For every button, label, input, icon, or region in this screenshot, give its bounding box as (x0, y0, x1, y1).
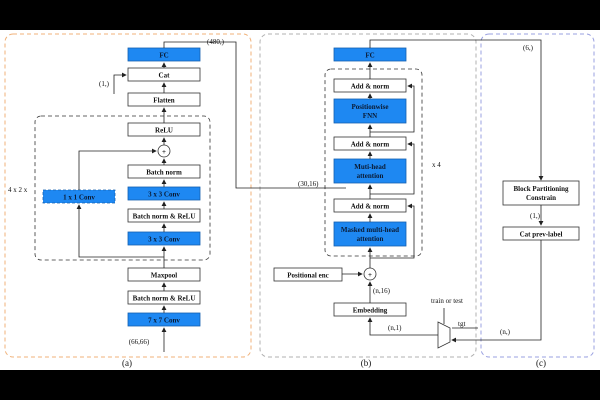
c-input-shape: (6,) (523, 44, 534, 52)
b-mha-label-2: attention (357, 172, 384, 180)
edge-catprev-mux (451, 240, 542, 343)
b-encoder-shape: (30,16) (298, 180, 319, 188)
b-tgt-label: tgt (458, 320, 465, 328)
b-fc-label: FC (365, 52, 374, 60)
b-posenc-label: Positional enc (287, 272, 328, 280)
a-bnrelu-1-label: Batch norm & ReLU (133, 213, 196, 221)
a-maxpool-label: Maxpool (151, 272, 178, 280)
c-partition-box (502, 180, 580, 206)
c-partition-label-2: Constrain (526, 194, 556, 202)
edge-fc-to-partition (369, 39, 544, 181)
edge-fc-to-transformer (163, 41, 346, 189)
caption-a: (a) (122, 358, 132, 368)
edge-skip-conv1 (76, 204, 164, 258)
edge-residual-ffn (370, 83, 415, 133)
edge-mux-embed (367, 317, 438, 336)
b-posenc-box (273, 267, 343, 282)
c-output-shape: (n,) (500, 328, 511, 336)
a-relu-label: ReLU (155, 127, 173, 135)
edge-residual-mha (370, 141, 415, 195)
b-mux (437, 321, 451, 349)
b-tgt-shape: (n,1) (388, 324, 402, 332)
a-bnrelu-2-label: Batch norm & ReLU (133, 295, 196, 303)
a-batchnorm-label: Batch norm (146, 169, 182, 177)
a-conv3-2-label: 3 x 3 Conv (148, 236, 180, 244)
residual-block-border (34, 115, 211, 261)
c-partition-label-1: Block Partitioning (513, 185, 569, 193)
a-input-shape: (66,66) (129, 338, 150, 346)
b-addnorm-2-label: Add & norm (351, 141, 390, 149)
b-masked-mha-label-1: Masked multi-head (341, 226, 399, 234)
caption-c: (c) (536, 358, 546, 368)
c-catprev-label: Cat prev-label (520, 231, 563, 239)
a-conv3-1-label: 3 x 3 Conv (148, 191, 180, 199)
b-repeat-label: x 4 (432, 161, 441, 169)
b-add-symbol: + (368, 271, 372, 279)
a-cat-input-shape: (1,) (99, 80, 110, 88)
edge-residual-masked (370, 203, 415, 259)
a-repeat-label: 4 x 2 x (8, 186, 28, 194)
a-flatten-label: Flatten (153, 97, 174, 105)
b-mux-label: train or test (431, 297, 463, 305)
a-add-symbol: + (162, 148, 166, 156)
edge-conv1-add (78, 148, 157, 190)
caption-b: (b) (361, 358, 372, 368)
b-mha-box (333, 158, 407, 184)
b-embedding-label: Embedding (353, 307, 388, 315)
panel-c-border (480, 33, 595, 358)
a-cat-label: Cat (159, 72, 171, 80)
transformer-block-border (324, 68, 423, 257)
a-conv7-label: 7 x 7 Conv (148, 317, 180, 325)
b-mha-label-1: Muti-head (354, 163, 386, 171)
b-masked-mha-box (333, 221, 407, 247)
b-ffn-label-2: FNN (363, 112, 377, 120)
b-ffn-label-1: Positionwise (352, 103, 389, 111)
a-conv1-label: 1 x 1 Conv (63, 194, 95, 202)
a-fc-label: FC (159, 52, 168, 60)
b-masked-mha-label-2: attention (357, 235, 384, 243)
panel-a-border (4, 33, 252, 358)
c-partition-shape: (1,) (530, 212, 541, 220)
panel-b-border (259, 33, 477, 358)
b-embed-shape: (n,16) (373, 287, 391, 295)
edge-extra-cat (113, 72, 127, 94)
b-addnorm-3-label: Add & norm (351, 203, 390, 211)
b-addnorm-1-label: Add & norm (351, 83, 390, 91)
